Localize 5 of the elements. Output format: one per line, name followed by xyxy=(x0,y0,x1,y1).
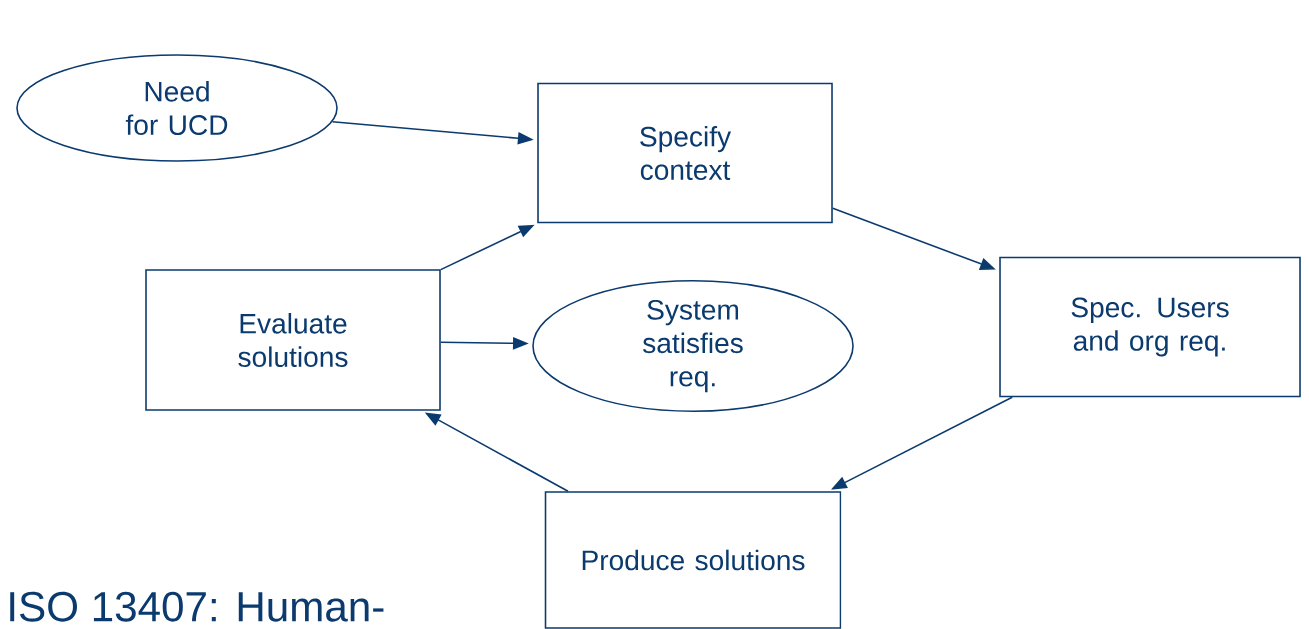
process-box: Specify context xyxy=(537,82,833,224)
process-box: Spec. Users and org req. xyxy=(999,256,1301,398)
process-box: Evaluate solutions xyxy=(145,269,441,411)
process-box: Produce solutions xyxy=(544,491,842,629)
caption-text: ISO 13407: Human- xyxy=(10,591,384,622)
